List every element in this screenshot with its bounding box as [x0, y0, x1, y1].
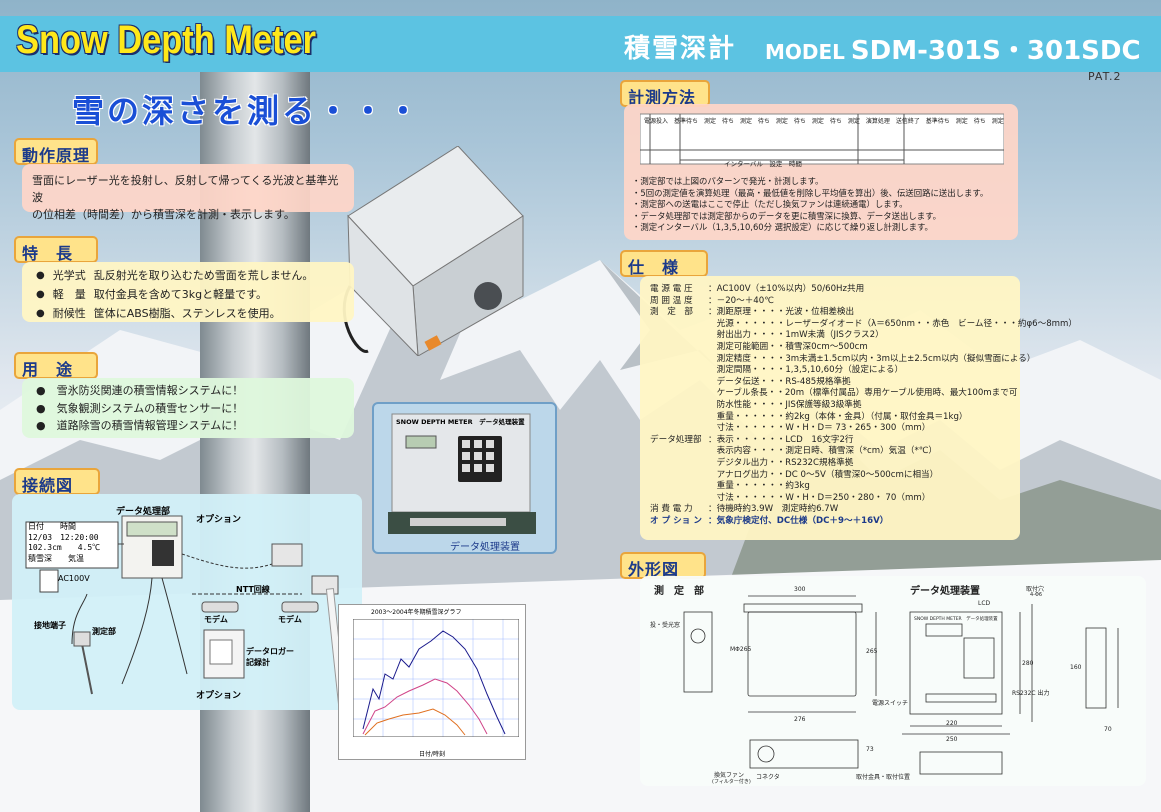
title-english: Snow Depth Meter	[16, 18, 317, 62]
graph-title: 2003～2004年冬期積雪深グラフ	[371, 609, 462, 616]
spec-row: 測 定 部：測距原理・・・・光波・位相差検出	[650, 307, 855, 318]
model-number: SDM-301S・301SDC	[850, 36, 1141, 66]
label-fan-sub: (フィルター付き)	[712, 779, 751, 785]
principle-tab: 動作原理	[14, 138, 99, 165]
spec-row: 重量・・・・・・約2kg（本体・金具）（付属・取付金具＝1kg）	[708, 411, 968, 422]
spec-row: ケーブル条長・・20m（標準付属品）専用ケーブル使用時、最大100mまで可	[708, 388, 1018, 399]
specs-tab: 仕 様	[620, 250, 708, 277]
header-bar	[0, 16, 1161, 72]
graph-plot	[353, 619, 519, 737]
use-item: ● 道路除雪の積雪情報管理システムに！	[36, 419, 244, 432]
features-tab: 特 長	[14, 236, 98, 263]
label-power-switch: 電源スイッチ	[872, 700, 909, 707]
spec-row: 寸法・・・・・・W・H・D＝ 73・265・300（mm）	[708, 423, 931, 434]
label-connector: コネクタ	[756, 774, 780, 781]
connection-diagram	[25, 515, 339, 695]
label-fan: 換気ファン	[714, 772, 745, 779]
graph-axis-label: 日付/時刻	[419, 751, 446, 758]
label-hole: 取付穴	[1026, 586, 1045, 593]
ntt-label: NTT回線	[236, 585, 270, 594]
feature-item: ●軽 量取付金具を含めて3kgと軽量です。	[36, 288, 267, 301]
spec-row: 測定間隔・・・・1,3,5,10,60分（設定による）	[708, 365, 904, 376]
dim-280: 280	[1022, 660, 1034, 667]
principle-text-1: 雪面にレーザー光を投射し、反射して帰ってくる光波と基準光波	[32, 174, 339, 204]
logger-label: データロガー 記録計	[246, 647, 294, 667]
uses-tab: 用 途	[14, 352, 98, 379]
measurement-box: 電源投入基準待ち測定待ち測定待ち測定待ち測定待ち測定演算処理送信終了基準待ち測定…	[624, 104, 1018, 240]
spec-row: 消 費 電 力：待機時約3.9W 測定時約6.7W	[650, 504, 839, 515]
feature-item: ●光学式乱反射光を取り込むため雪面を荒しません。	[36, 269, 314, 282]
dim-265: 265	[866, 648, 878, 655]
feature-item: ●耐候性筐体にABS樹脂、ステンレスを使用。	[36, 307, 281, 320]
timing-chart	[640, 113, 1004, 165]
snow-graph: 2003～2004年冬期積雪深グラフ 日付/時刻	[338, 604, 526, 760]
label-rs232: RS232C 出力	[1012, 690, 1050, 697]
spec-row: 光源・・・・・・レーザーダイオード（λ＝650nm・・赤色 ビーム径・・・約φ6…	[708, 318, 1078, 329]
spec-row: 重量・・・・・・約3kg	[708, 481, 810, 492]
ground-label: 接地端子	[34, 621, 66, 630]
photo-panel-text: SNOW DEPTH METER データ処理装置	[396, 418, 525, 426]
principle-box: 雪面にレーザー光を投射し、反射して帰ってくる光波と基準光波 の位相差（時間差）か…	[22, 164, 354, 221]
outline-box: 測 定 部 データ処理装置 300 MΦ265 265 276 73 220 2…	[640, 576, 1146, 786]
measurement-notes: ・測定部では上図のパターンで発光・計測します。 ・5回の測定値を演算処理（最高・…	[632, 176, 989, 233]
label-mount: 取付金具・取付位置	[856, 774, 911, 781]
sensor-device-image	[342, 146, 524, 356]
outline-drawing	[683, 595, 1119, 775]
modem-label-1: モデム	[204, 615, 228, 624]
dim-300: 300	[794, 586, 806, 593]
specs-box: 電 源 電 圧：AC100V（±10%以内）50/60Hz共用 周 囲 温 度：…	[640, 276, 1078, 540]
page-marker: PAT.2	[1088, 70, 1122, 83]
meter-label: 測定部	[92, 627, 116, 636]
dim-250: 250	[946, 736, 958, 743]
spec-row: 寸法・・・・・・W・H・D＝250・280・ 70（mm）	[708, 492, 931, 503]
display-readout: 日付 時間 12/03 12:20:00 102.3cm 4.5℃ 積雪深 気温	[28, 522, 101, 563]
spec-row: 表示内容・・・・測定日時、積雪深（*cm）気温（*℃）	[708, 446, 937, 457]
headline: 雪の深さを測る・・・	[72, 92, 423, 130]
modem-label-2: モデム	[278, 615, 302, 624]
spec-row: 射出出力・・・・1mW未満（JISクラス2）	[708, 330, 884, 341]
spec-row: アナログ出力・・DC 0～5V（積雪深0～500cmに相当）	[708, 469, 939, 480]
uses-box: ● 雪氷防災関連の積雪情報システムに！ ● 気象観測システムの積雪センサーに！ …	[22, 378, 354, 438]
dim-73: 73	[866, 746, 874, 753]
label-panel: SNOW DEPTH METER データ処理装置	[914, 617, 998, 622]
dim-phi: MΦ265	[730, 646, 752, 653]
principle-text-2: の位相差（時間差）から積雪深を計測・表示します。	[32, 208, 295, 221]
label-hole-sub: 4-Φ6	[1030, 592, 1043, 598]
model-label: MODEL	[765, 40, 845, 64]
ac-label: AC100V	[58, 574, 90, 583]
photo-caption: データ処理装置	[450, 542, 520, 553]
spec-row: データ処理部：表示・・・・・・LCD 16文字2行	[650, 434, 854, 445]
use-item: ● 雪氷防災関連の積雪情報システムに！	[36, 384, 244, 397]
dim-220: 220	[946, 720, 958, 727]
label-lcd: LCD	[978, 600, 991, 607]
dim-70: 70	[1104, 726, 1112, 733]
dim-160: 160	[1070, 664, 1082, 671]
outline-dp-title: データ処理装置	[910, 586, 980, 597]
data-unit-label: データ処理部	[116, 507, 171, 517]
outline-meter-title: 測 定 部	[654, 586, 704, 597]
features-box: ●光学式乱反射光を取り込むため雪面を荒しません。 ●軽 量取付金具を含めて3kg…	[22, 262, 354, 322]
title-japanese: 積雪深計	[624, 34, 737, 64]
spec-row: オ プ ショ ン：気象庁検定付、DC仕様（DC＋9～＋16V）	[650, 515, 889, 526]
option-bottom-label: オプション	[196, 691, 242, 701]
spec-row: 防水性能・・・・JIS保護等級3級準拠	[708, 399, 862, 410]
connection-tab: 接続図	[14, 468, 100, 495]
label-light-window: 投・受光窓	[650, 622, 681, 629]
spec-row: データ伝送・・・RS-485規格準拠	[708, 376, 851, 387]
spec-row: 測定精度・・・・3m未満±1.5cm以内・3m以上±2.5cm以内（擬似雪面によ…	[708, 353, 1036, 364]
spec-row: デジタル出力・・RS232C規格準拠	[708, 457, 854, 468]
dim-276: 276	[794, 716, 806, 723]
timing-labels: 電源投入基準待ち測定待ち測定待ち測定待ち測定待ち測定演算処理送信終了基準待ち測定…	[644, 118, 1004, 125]
measurement-tab: 計測方法	[620, 80, 710, 107]
spec-row: 測定可能範囲・・積雪深0cm～500cm	[708, 341, 868, 352]
data-processor-photo: SNOW DEPTH METER データ処理装置	[372, 402, 557, 554]
spec-row: 周 囲 温 度：－20～＋40℃	[650, 295, 774, 306]
outline-tab: 外形図	[620, 552, 706, 579]
option-top-label: オプション	[196, 515, 242, 525]
use-item: ● 気象観測システムの積雪センサーに！	[36, 401, 244, 415]
interval-label: インターバル 設定 時間	[724, 160, 802, 168]
spec-row: 電 源 電 圧：AC100V（±10%以内）50/60Hz共用	[650, 284, 865, 294]
